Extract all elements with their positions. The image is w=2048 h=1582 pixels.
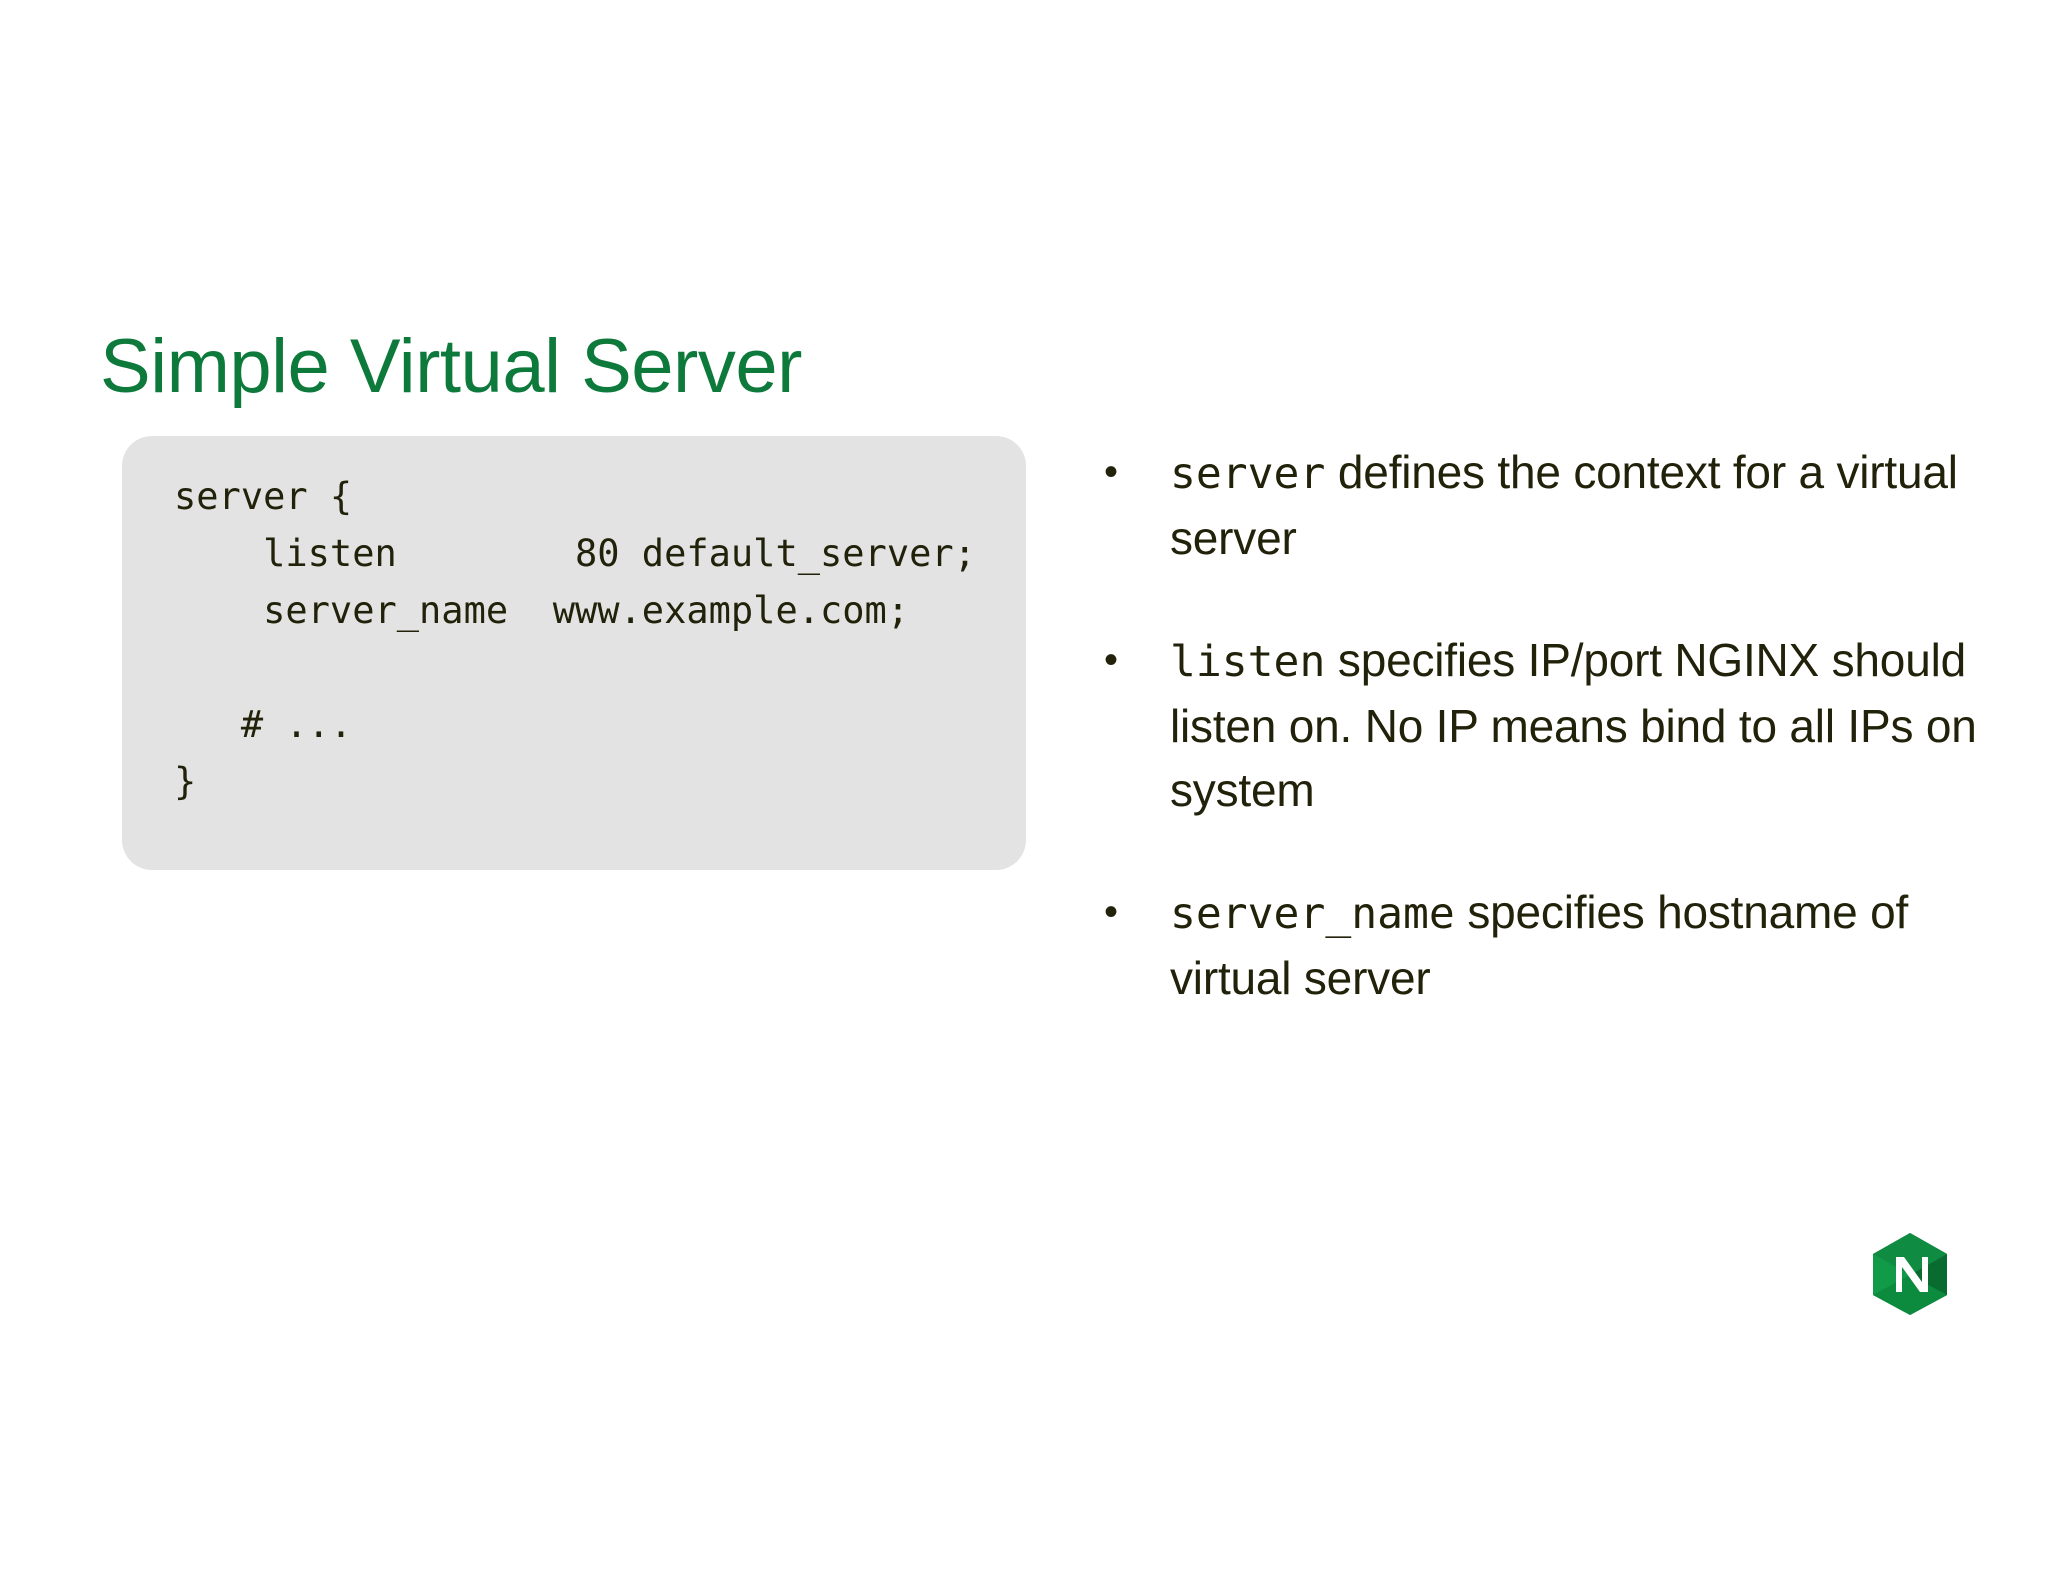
list-item-text-tail: specifies hostname of virtual server <box>1170 886 1909 1004</box>
list-item-text: server defines the context for a virtual… <box>1170 440 2032 570</box>
bullet-marker-icon: • <box>1104 450 1119 494</box>
nginx-config-code: server { listen 80 default_server; serve… <box>174 475 976 803</box>
bullet-list: • server defines the context for a virtu… <box>1092 440 2032 1010</box>
bullet-marker-icon: • <box>1104 638 1119 682</box>
bullet-marker-icon: • <box>1104 890 1119 934</box>
code-token-server: server <box>1170 449 1326 499</box>
list-item: • server defines the context for a virtu… <box>1092 440 2032 570</box>
code-card: server { listen 80 default_server; serve… <box>122 436 1026 870</box>
list-item: • listen specifies IP/port NGINX should … <box>1092 628 2032 822</box>
nginx-logo-icon <box>1872 1232 1948 1316</box>
list-item-text-tail: defines the context for a virtual server <box>1170 446 1958 564</box>
code-token-listen: listen <box>1170 637 1326 687</box>
list-item: • server_name specifies hostname of virt… <box>1092 880 2032 1010</box>
list-item-text: server_name specifies hostname of virtua… <box>1170 880 2032 1010</box>
code-token-server-name: server_name <box>1170 889 1455 939</box>
list-item-text: listen specifies IP/port NGINX should li… <box>1170 628 2032 822</box>
list-item-text-tail: specifies IP/port NGINX should listen on… <box>1170 634 1977 816</box>
page-title: Simple Virtual Server <box>100 323 802 409</box>
